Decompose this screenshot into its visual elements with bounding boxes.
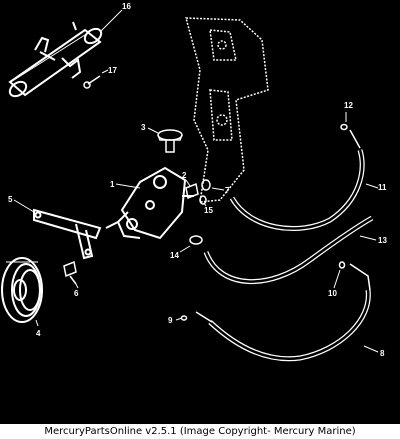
callout-2: 2	[182, 171, 187, 180]
part-16-cooler-tube[interactable]	[7, 21, 104, 99]
callout-5: 5	[8, 195, 13, 204]
part-12-fitting[interactable]	[340, 123, 361, 149]
part-17-screw[interactable]	[83, 75, 101, 89]
callout-11: 11	[378, 183, 387, 192]
callout-12: 12	[344, 101, 353, 110]
callout-3: 3	[141, 123, 146, 132]
part-15-washer[interactable]	[199, 195, 207, 205]
callout-13: 13	[378, 236, 387, 245]
power-steering-exploded-diagram: 16 17 3 1 2 7	[1, 2, 388, 362]
callout-15: 15	[204, 206, 213, 215]
callout-9: 9	[168, 316, 173, 325]
part-14-clip[interactable]	[189, 235, 203, 245]
callout-7: 7	[225, 186, 230, 195]
part-2-fitting[interactable]	[185, 182, 199, 200]
callout-6: 6	[74, 289, 79, 298]
part-3-filler-cap[interactable]	[157, 129, 183, 153]
callout-1: 1	[110, 180, 115, 189]
part-4-pulley[interactable]	[1, 257, 43, 323]
part-6-bolt[interactable]	[63, 260, 77, 285]
part-7-o-ring[interactable]	[201, 179, 211, 191]
copyright-footer: MercuryPartsOnline v2.5.1 (Image Copyrig…	[0, 424, 400, 439]
mounting-bracket[interactable]	[185, 17, 269, 203]
part-10-fitting[interactable]	[338, 261, 371, 291]
callout-8: 8	[380, 349, 385, 358]
callout-14: 14	[170, 251, 179, 260]
callout-16: 16	[122, 2, 131, 11]
part-1-power-steering-pump[interactable]	[105, 166, 194, 240]
part-5-support-bracket[interactable]	[33, 208, 102, 260]
callout-4: 4	[36, 329, 41, 338]
callout-10: 10	[328, 289, 337, 298]
callout-17: 17	[108, 66, 117, 75]
